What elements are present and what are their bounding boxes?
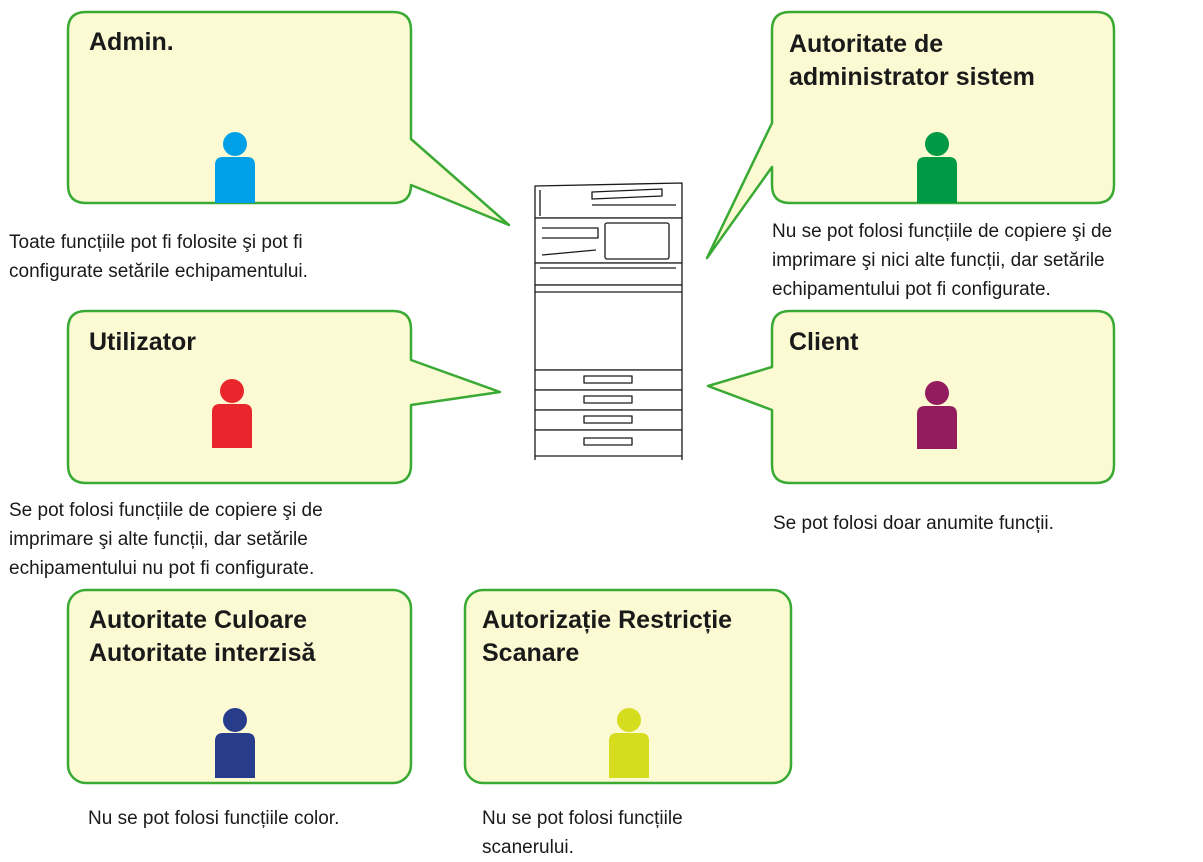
role-description-system-admin: Nu se pot folosi funcțiile de copiere şi… xyxy=(772,217,1112,304)
title-line: Utilizator xyxy=(89,328,196,356)
description-line: Nu se pot folosi funcțiile de copiere şi… xyxy=(772,221,1113,242)
description-line: imprimare şi alte funcții, dar setările xyxy=(9,529,308,550)
description-line: echipamentului pot fi configurate. xyxy=(772,279,1051,300)
person-icon xyxy=(215,132,255,203)
role-title-system-admin: Autoritate de administrator sistem xyxy=(789,28,1035,94)
title-line: Client xyxy=(789,328,859,356)
role-title-color-forbidden: Autoritate Culoare Autoritate interzisă xyxy=(89,604,315,670)
role-description-scan-restriction: Nu se pot folosi funcțiile scanerului. xyxy=(482,804,683,862)
role-description-client: Se pot folosi doar anumite funcții. xyxy=(773,509,1054,538)
title-line: Admin. xyxy=(89,28,174,56)
description-line: imprimare şi nici alte funcții, dar setă… xyxy=(772,250,1105,271)
person-icon xyxy=(917,132,957,203)
role-title-admin: Admin. xyxy=(89,26,174,59)
bubble-system-admin xyxy=(705,10,1116,260)
role-title-client: Client xyxy=(789,326,858,359)
role-description-admin: Toate funcțiile pot fi folosite şi pot f… xyxy=(9,228,308,286)
person-icon xyxy=(609,708,649,778)
title-line: Autoritate de xyxy=(789,30,944,58)
description-line: echipamentului nu pot fi configurate. xyxy=(9,558,315,579)
title-line: Scanare xyxy=(482,639,580,667)
title-line: administrator sistem xyxy=(789,63,1035,91)
description-line: Nu se pot folosi funcțiile color. xyxy=(88,808,340,829)
description-line: Se pot folosi doar anumite funcții. xyxy=(773,513,1054,534)
role-description-color-forbidden: Nu se pot folosi funcțiile color. xyxy=(88,804,339,833)
person-icon xyxy=(212,379,252,448)
role-title-scan-restriction: Autorizație Restricție Scanare xyxy=(482,604,732,670)
person-icon xyxy=(917,381,957,449)
description-line: configurate setările echipamentului. xyxy=(9,261,308,282)
role-title-user: Utilizator xyxy=(89,326,196,359)
description-line: scanerului. xyxy=(482,837,574,858)
bubble-color-forbidden xyxy=(66,588,413,785)
description-line: Se pot folosi funcțiile de copiere şi de xyxy=(9,500,323,521)
bubble-user xyxy=(66,309,502,485)
bubble-admin xyxy=(66,10,511,227)
role-description-user: Se pot folosi funcțiile de copiere şi de… xyxy=(9,496,323,583)
bubble-scan-restriction xyxy=(463,588,793,785)
multifunction-printer-icon xyxy=(534,182,683,460)
title-line: Autoritate Culoare xyxy=(89,606,308,634)
title-line: Autorizație Restricție xyxy=(482,606,733,634)
title-line: Autoritate interzisă xyxy=(89,639,316,667)
person-icon xyxy=(215,708,255,778)
description-line: Toate funcțiile pot fi folosite şi pot f… xyxy=(9,232,303,253)
bubble-client xyxy=(706,309,1116,485)
description-line: Nu se pot folosi funcțiile xyxy=(482,808,683,829)
